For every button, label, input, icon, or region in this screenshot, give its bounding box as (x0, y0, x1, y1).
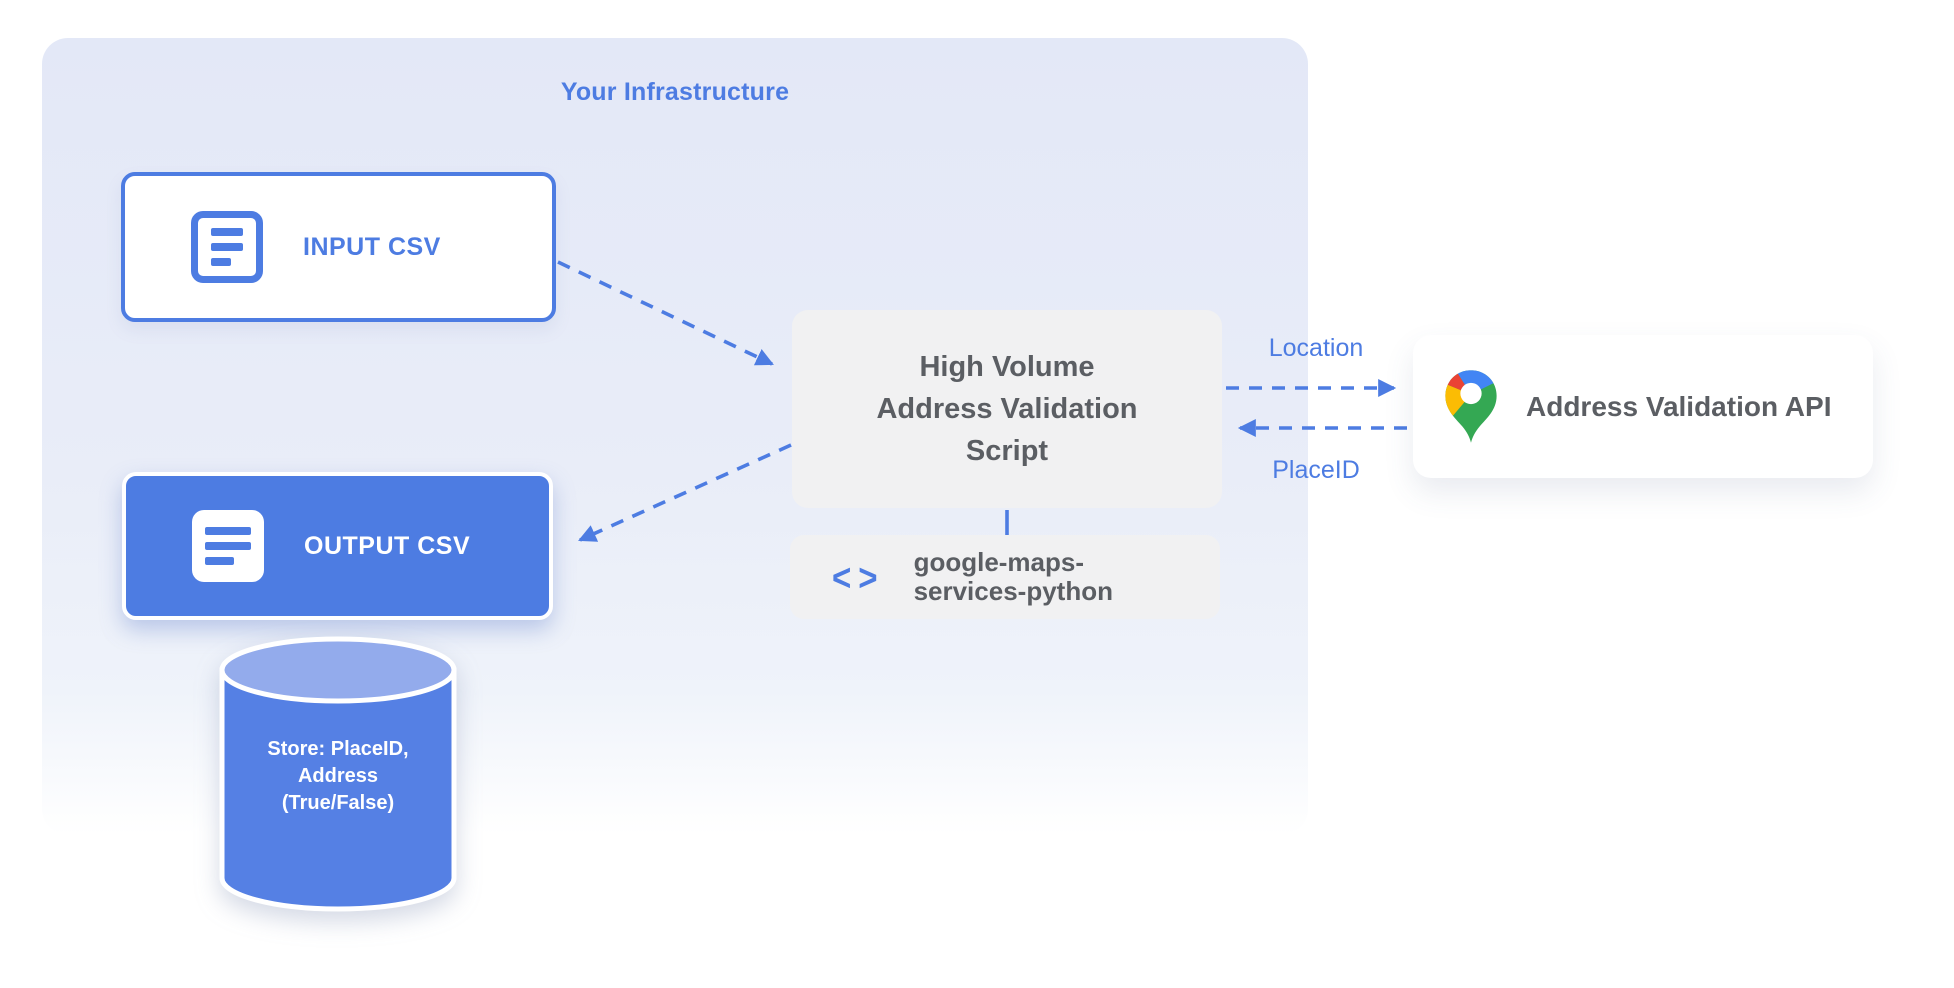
code-icon: <> (832, 555, 878, 599)
output-csv-node: OUTPUT CSV (122, 472, 553, 620)
script-title-line: Address Validation (876, 393, 1138, 425)
datastore-line: (True/False) (281, 792, 395, 814)
library-label: google-maps- services-python (914, 548, 1113, 606)
google-maps-pin-icon (1445, 369, 1497, 443)
input-csv-node: INPUT CSV (121, 172, 556, 322)
placeid-flow-label: PlaceID (1272, 456, 1360, 484)
datastore-line: Address (297, 765, 379, 787)
document-icon (191, 211, 263, 283)
document-icon-line (211, 243, 243, 251)
document-icon-line (211, 258, 232, 266)
document-icon-line (205, 557, 235, 565)
document-icon-line (205, 527, 251, 535)
datastore-line: Store: PlaceID, (267, 738, 409, 760)
datastore-label: Store: PlaceID, Address (True/False) (218, 736, 458, 817)
script-node: High Volume Address Validation Script (792, 310, 1222, 508)
api-label: Address Validation API (1526, 390, 1832, 422)
library-node: <> google-maps- services-python (790, 535, 1220, 619)
document-icon-line (211, 228, 243, 236)
location-flow-label: Location (1268, 334, 1364, 362)
library-label-line: services-python (913, 576, 1113, 606)
script-title-line: High Volume (919, 351, 1095, 383)
script-title-line: Script (965, 435, 1049, 467)
document-icon (192, 510, 264, 582)
api-node: Address Validation API (1413, 335, 1873, 478)
input-csv-label: INPUT CSV (303, 232, 441, 261)
datastore-cylinder: Store: PlaceID, Address (True/False) (218, 634, 458, 918)
output-csv-label: OUTPUT CSV (304, 531, 471, 560)
document-icon-line (205, 542, 251, 550)
library-label-line: google-maps- (913, 547, 1085, 577)
infrastructure-title: Your Infrastructure (560, 78, 790, 106)
database-icon (219, 636, 457, 912)
